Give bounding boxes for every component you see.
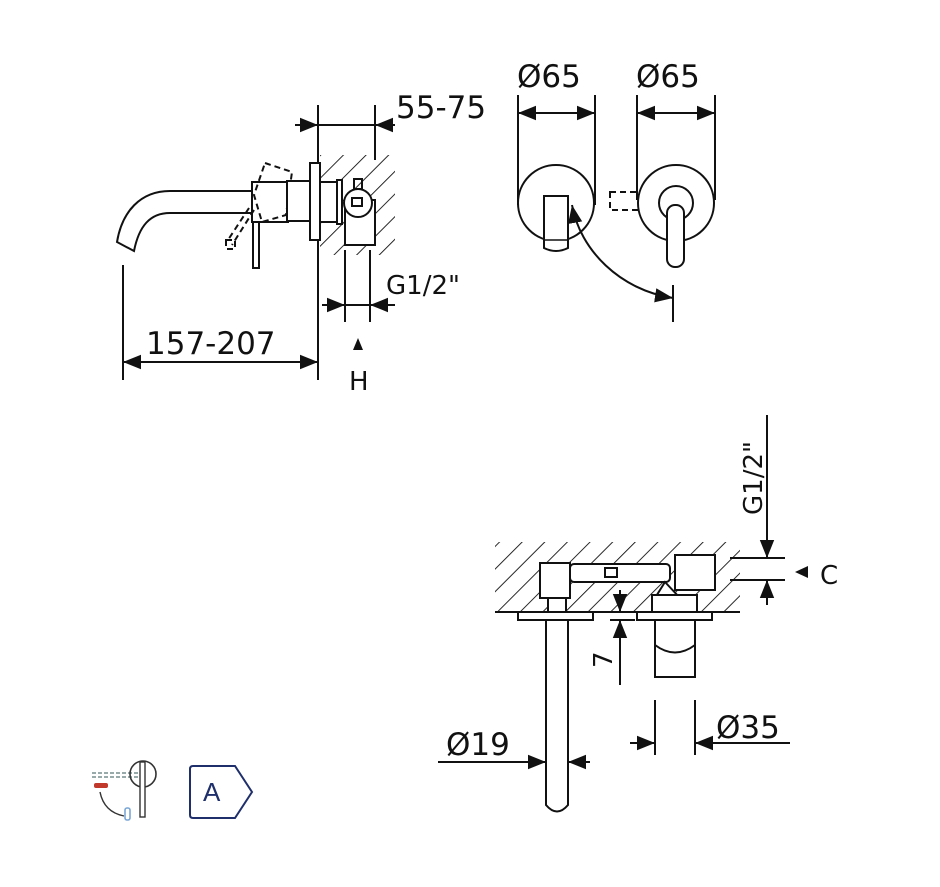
- connection-label: G1/2": [386, 271, 460, 301]
- spout-front: [543, 195, 569, 252]
- handle-plate-section: [636, 611, 713, 621]
- energy-class-label: A: [203, 777, 221, 807]
- wall-plate: [309, 162, 321, 241]
- energy-class-badge: A: [189, 765, 254, 819]
- section-marker-h: H: [349, 367, 369, 397]
- section-marker-c: C: [820, 561, 838, 591]
- wall-mount-installation-icon: [92, 760, 157, 821]
- section-connection-label: G1/2": [739, 441, 769, 515]
- spout-plate-section: [517, 611, 594, 621]
- cartridge-diameter-label: Ø35: [716, 710, 780, 746]
- side-view: 55-75 G1/2" 157-207 H: [115, 90, 486, 397]
- section-view: 7 G1/2" C Ø19 Ø35: [438, 415, 838, 813]
- lever: [252, 221, 260, 269]
- rotation-arc: [568, 204, 674, 303]
- section-arrow-h: [353, 338, 363, 350]
- connector-fitting: [343, 188, 373, 218]
- spout: [115, 190, 256, 253]
- front-view: Ø65 Ø65: [517, 59, 716, 322]
- spout-plate-diameter: Ø65: [517, 59, 581, 95]
- gap-label: 7: [589, 651, 619, 668]
- length-label: 157-207: [146, 326, 276, 362]
- handle-plate-diameter: Ø65: [636, 59, 700, 95]
- section-arrow-c: [795, 566, 808, 578]
- handle-lever: [666, 204, 685, 268]
- depth-label: 55-75: [396, 90, 486, 126]
- spout-diameter-label: Ø19: [446, 727, 510, 763]
- spout-pipe: [545, 619, 569, 813]
